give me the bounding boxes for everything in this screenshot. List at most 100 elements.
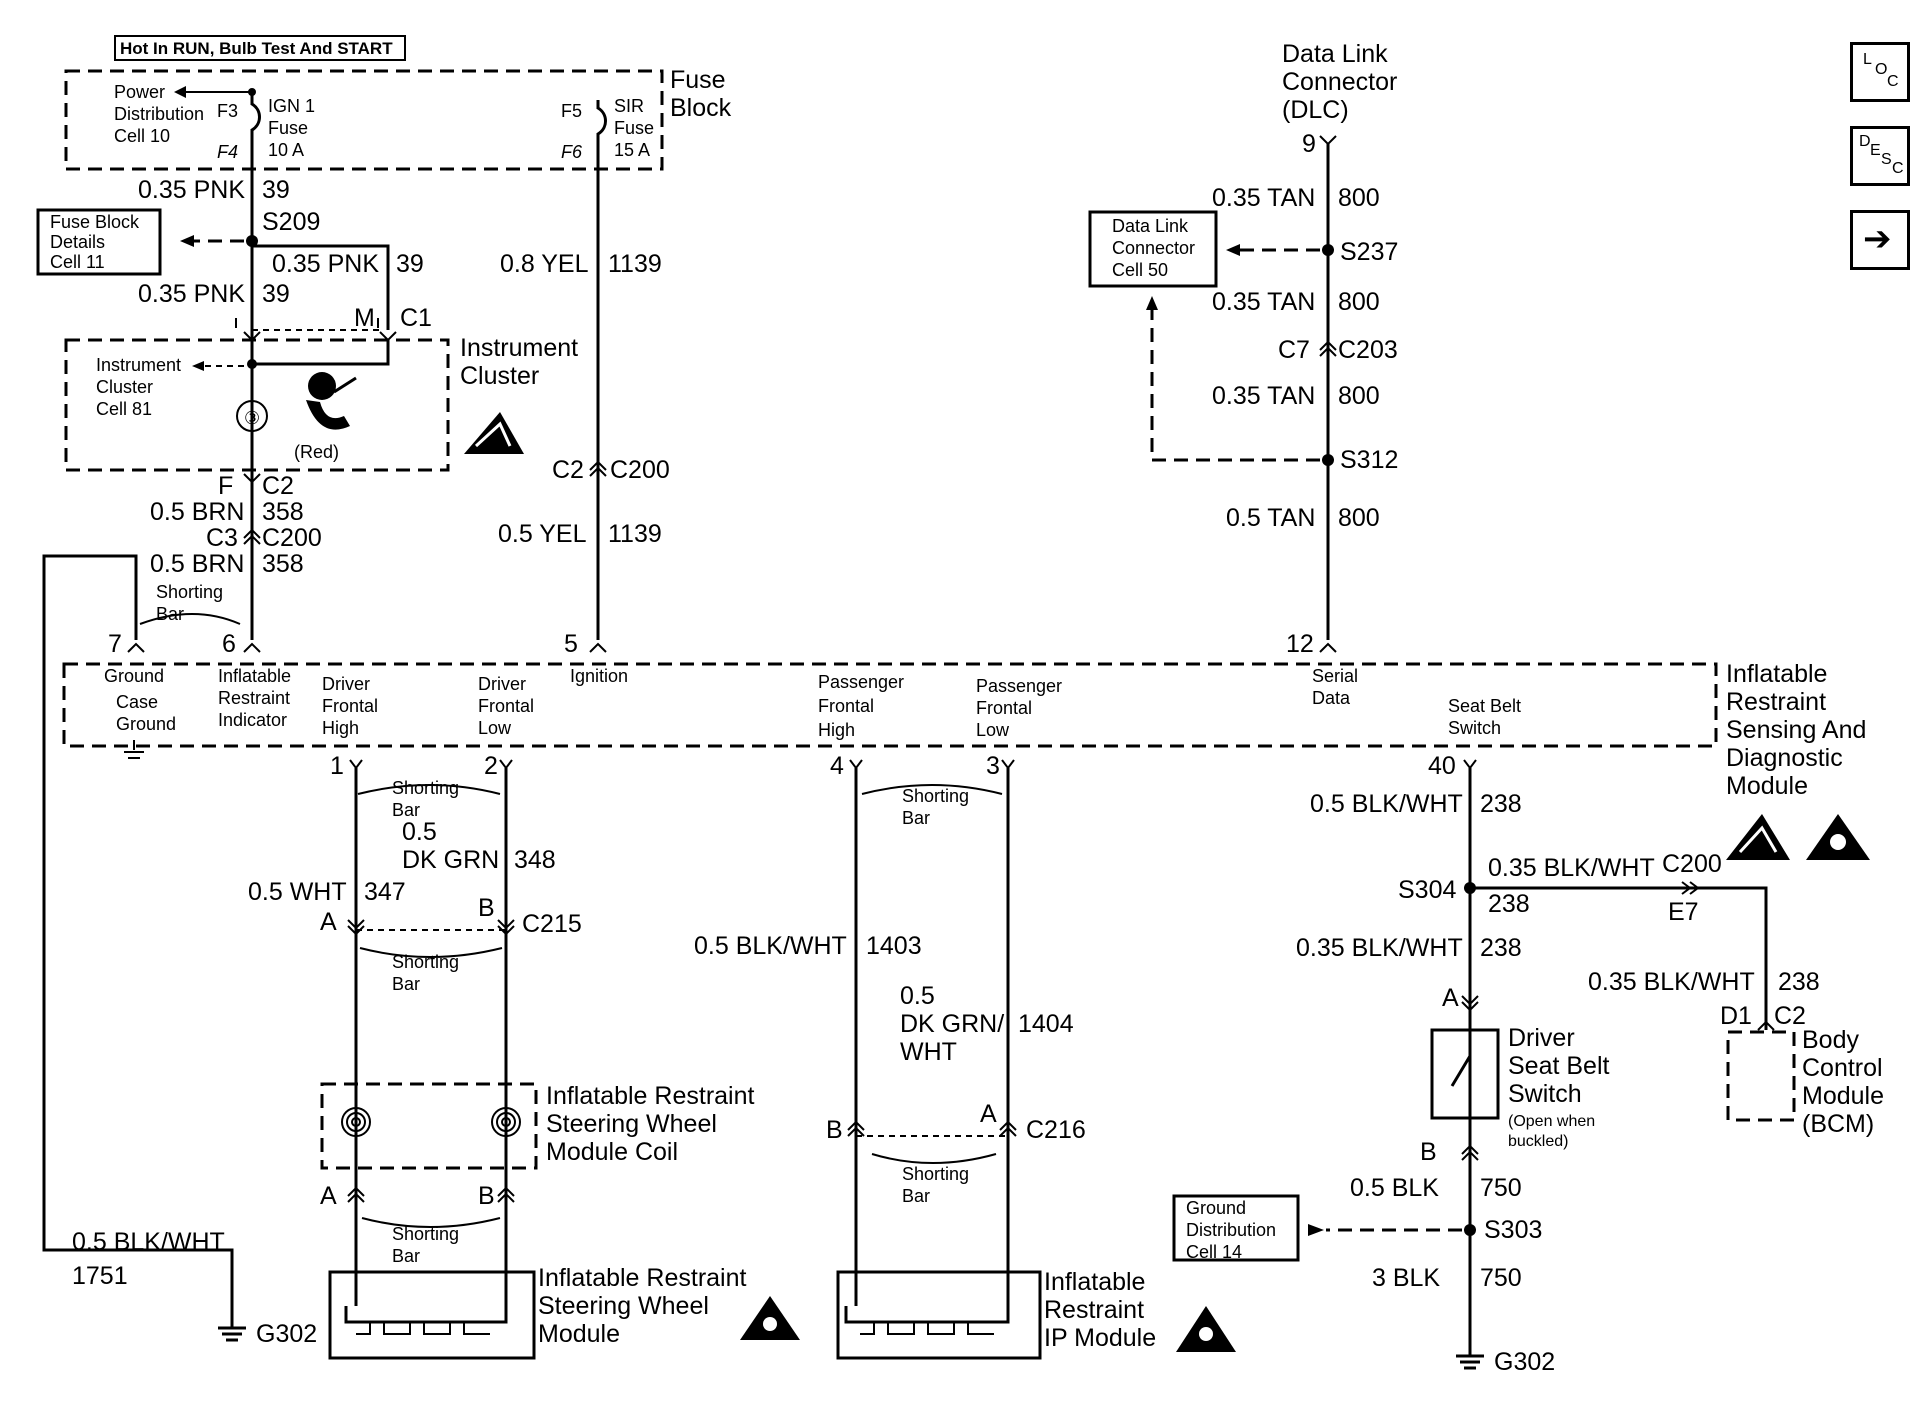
sdm-title-2: Restraint bbox=[1726, 688, 1826, 716]
sdm-pin-5: 5 bbox=[564, 630, 578, 658]
esd-warning-icon bbox=[464, 412, 524, 454]
pass-shorting-label-2: Bar bbox=[902, 808, 930, 828]
driver-shorting-bar-arc bbox=[357, 784, 501, 795]
ic-title-2: Cluster bbox=[460, 362, 539, 390]
w-1404-gauge-c: WHT bbox=[900, 1038, 957, 1066]
ic-ref-label-2: Cluster bbox=[96, 377, 153, 397]
sir-fuse-label-3: 15 A bbox=[614, 140, 650, 160]
sdm-indicator-label: Inflatable bbox=[218, 666, 291, 686]
sw-module-title: Inflatable Restraint bbox=[538, 1264, 747, 1292]
sdm-seat-label-2: Switch bbox=[1448, 718, 1501, 738]
s312-arrow-icon bbox=[1146, 296, 1158, 310]
sdm-pin-4-icon bbox=[849, 759, 863, 770]
sdm-pin-6: 6 bbox=[222, 630, 236, 658]
w-800d-circuit: 800 bbox=[1338, 504, 1380, 532]
c200b-pin-icon bbox=[589, 460, 607, 477]
w-348-circuit: 348 bbox=[514, 846, 556, 874]
sdm-title-3: Sensing And bbox=[1726, 716, 1866, 744]
next-button[interactable]: ➔ bbox=[1850, 210, 1910, 270]
w-800a-gauge: 0.35 TAN bbox=[1212, 184, 1315, 212]
ic-internal-node bbox=[247, 359, 257, 369]
s312-ref-line bbox=[1150, 306, 1320, 462]
w-800c-gauge: 0.35 TAN bbox=[1212, 382, 1315, 410]
ground-g302-left-icon bbox=[218, 1326, 246, 1342]
c1-pin-m: M bbox=[354, 304, 375, 332]
ic-ref-arrow-icon bbox=[192, 361, 204, 371]
pass-shorting2-label-2: Bar bbox=[902, 1186, 930, 1206]
sw-module-inner bbox=[344, 1306, 508, 1324]
coil-title-3: Module Coil bbox=[546, 1138, 678, 1166]
sdm-pin-40: 40 bbox=[1428, 752, 1456, 780]
shorting-bar-arc bbox=[139, 613, 241, 625]
coil-pin-b: B bbox=[478, 1182, 495, 1210]
w-1403-gauge: 0.5 BLK/WHT bbox=[694, 932, 847, 960]
s237-arrow-icon bbox=[1226, 244, 1240, 256]
branch-39-wire bbox=[252, 244, 390, 330]
ic-ref-label: Instrument bbox=[96, 355, 181, 375]
g302-left-label: G302 bbox=[256, 1320, 317, 1348]
sdm-title-5: Module bbox=[1726, 772, 1808, 800]
header-box bbox=[114, 35, 406, 61]
lamp-symbol: ③ bbox=[244, 408, 260, 428]
case-ground-icon bbox=[124, 740, 144, 759]
fbd-label-3: Cell 11 bbox=[50, 252, 105, 272]
c216-label: C216 bbox=[1026, 1116, 1086, 1144]
s209-arrow-icon bbox=[180, 235, 194, 247]
bcm-pin-icon bbox=[1757, 1020, 1775, 1031]
sdm-seat-label: Seat Belt bbox=[1448, 696, 1521, 716]
instrument-cluster-outline bbox=[64, 338, 450, 472]
w-1139-circuit: 1139 bbox=[608, 250, 662, 278]
w-800a-circuit: 800 bbox=[1338, 184, 1380, 212]
driver-shorting2-label-2: Bar bbox=[392, 974, 420, 994]
g302-right-label: G302 bbox=[1494, 1348, 1555, 1376]
pass-shorting-bar-arc-2 bbox=[871, 1153, 997, 1164]
bcm-title: Body bbox=[1802, 1026, 1859, 1054]
ign-fuse-label-3: 10 A bbox=[268, 140, 304, 160]
fuse-block-outline bbox=[64, 69, 664, 171]
w-800b-gauge: 0.35 TAN bbox=[1212, 288, 1315, 316]
header-label: Hot In RUN, Bulb Test And START bbox=[120, 39, 393, 58]
coil-spiral-icon-left bbox=[341, 1107, 371, 1137]
seat-switch-title-2: Seat Belt bbox=[1508, 1052, 1610, 1080]
driver-frontal-wires bbox=[354, 768, 508, 1306]
w-800c-circuit: 800 bbox=[1338, 382, 1380, 410]
dlc-ref-label-3: Cell 50 bbox=[1112, 260, 1168, 280]
ground-dist-box bbox=[1172, 1194, 1300, 1262]
ign-fuse-label: IGN 1 bbox=[268, 96, 315, 116]
loc-button[interactable]: L O C bbox=[1850, 42, 1910, 102]
sdm-dfh-label-3: High bbox=[322, 718, 359, 738]
sdm-pin-12-icon bbox=[1319, 642, 1337, 653]
dlc-ref-box bbox=[1088, 210, 1218, 288]
w-039c-gauge: 0.35 PNK bbox=[138, 280, 245, 308]
sdm-pin-5-icon bbox=[589, 642, 607, 653]
c216-pin-icons bbox=[847, 1120, 1017, 1137]
w-358-circuit: 358 bbox=[262, 498, 304, 526]
switch-pin-b: B bbox=[1420, 1138, 1437, 1166]
c200c-pin-icon bbox=[1681, 881, 1700, 895]
seat-switch-title: Driver bbox=[1508, 1024, 1575, 1052]
shorting-bar-label: Shorting bbox=[156, 582, 223, 602]
sdm-dfl-label: Driver bbox=[478, 674, 526, 694]
sdm-title-4: Diagnostic bbox=[1726, 744, 1843, 772]
w-1139b-gauge: 0.5 YEL bbox=[498, 520, 587, 548]
ign-fuse-node bbox=[248, 88, 256, 96]
coil-spiral-icon-right bbox=[491, 1107, 521, 1137]
airbag-warning-icon-2 bbox=[740, 1296, 800, 1340]
fbd-label-2: Details bbox=[50, 232, 105, 252]
w-1404-gauge-b: DK GRN/ bbox=[900, 1010, 1004, 1038]
shorting-bar-label-2: Bar bbox=[156, 604, 184, 624]
desc-s: S bbox=[1881, 151, 1892, 168]
fuse-f3: F3 bbox=[217, 101, 238, 121]
sw-module-squib-icon bbox=[356, 1322, 490, 1335]
bcm-238-wire bbox=[1470, 886, 1768, 1030]
ic-internal-wire bbox=[252, 340, 390, 366]
w-039b-circuit: 39 bbox=[396, 250, 424, 278]
sdm-dfh-label-2: Frontal bbox=[322, 696, 378, 716]
sdm-serial-label: Serial bbox=[1312, 666, 1358, 686]
c200b-pin-c2: C2 bbox=[552, 456, 584, 484]
c203-pin-icon bbox=[1319, 340, 1337, 357]
sdm-pfh-label: Passenger bbox=[818, 672, 904, 692]
sdm-pin-3: 3 bbox=[986, 752, 1000, 780]
dlc-title-2: Connector bbox=[1282, 68, 1397, 96]
desc-button[interactable]: D E S C bbox=[1850, 126, 1910, 186]
